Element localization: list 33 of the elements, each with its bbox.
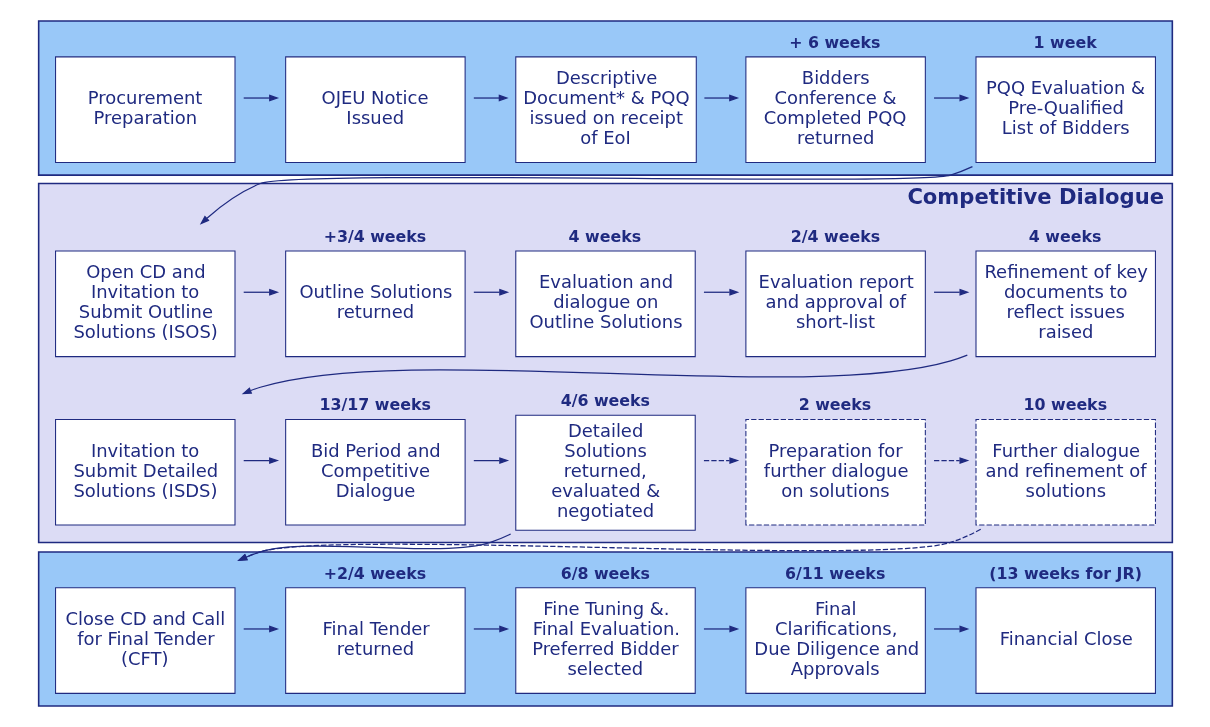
node-label: 2 weeks xyxy=(798,395,871,415)
arrow xyxy=(242,625,279,633)
node-label: 4/6 weeks xyxy=(560,391,650,411)
arrow xyxy=(241,354,968,395)
arrow xyxy=(472,288,509,296)
arrow xyxy=(242,457,279,465)
arrow xyxy=(472,457,509,465)
arrow xyxy=(932,625,969,633)
arrow xyxy=(932,457,969,465)
node-label: 1 week xyxy=(1033,32,1097,52)
arrow xyxy=(472,94,509,102)
arrow xyxy=(199,166,973,225)
arrow xyxy=(242,288,279,296)
node-label: 13/17 weeks xyxy=(318,395,431,415)
node-label: (13 weeks for JR) xyxy=(988,563,1142,583)
cluster xyxy=(37,20,1173,176)
arrow xyxy=(932,94,969,102)
arrow xyxy=(702,625,739,633)
node-label: 6/11 weeks xyxy=(784,563,885,583)
node-label: 10 weeks xyxy=(1023,395,1107,415)
arrow xyxy=(703,94,739,102)
node-label: 6/8 weeks xyxy=(560,563,650,583)
arrow xyxy=(242,94,279,102)
arrow xyxy=(932,288,969,296)
node-label: 2/4 weeks xyxy=(790,227,880,247)
arrow xyxy=(472,625,509,633)
node-label: 4 weeks xyxy=(568,227,641,247)
node-label: +2/4 weeks xyxy=(323,563,426,583)
arrow xyxy=(702,288,739,296)
node-label: +3/4 weeks xyxy=(323,227,426,247)
node-label: 4 weeks xyxy=(1028,227,1101,247)
arrow xyxy=(702,457,739,465)
node-label: + 6 weeks xyxy=(788,32,881,52)
